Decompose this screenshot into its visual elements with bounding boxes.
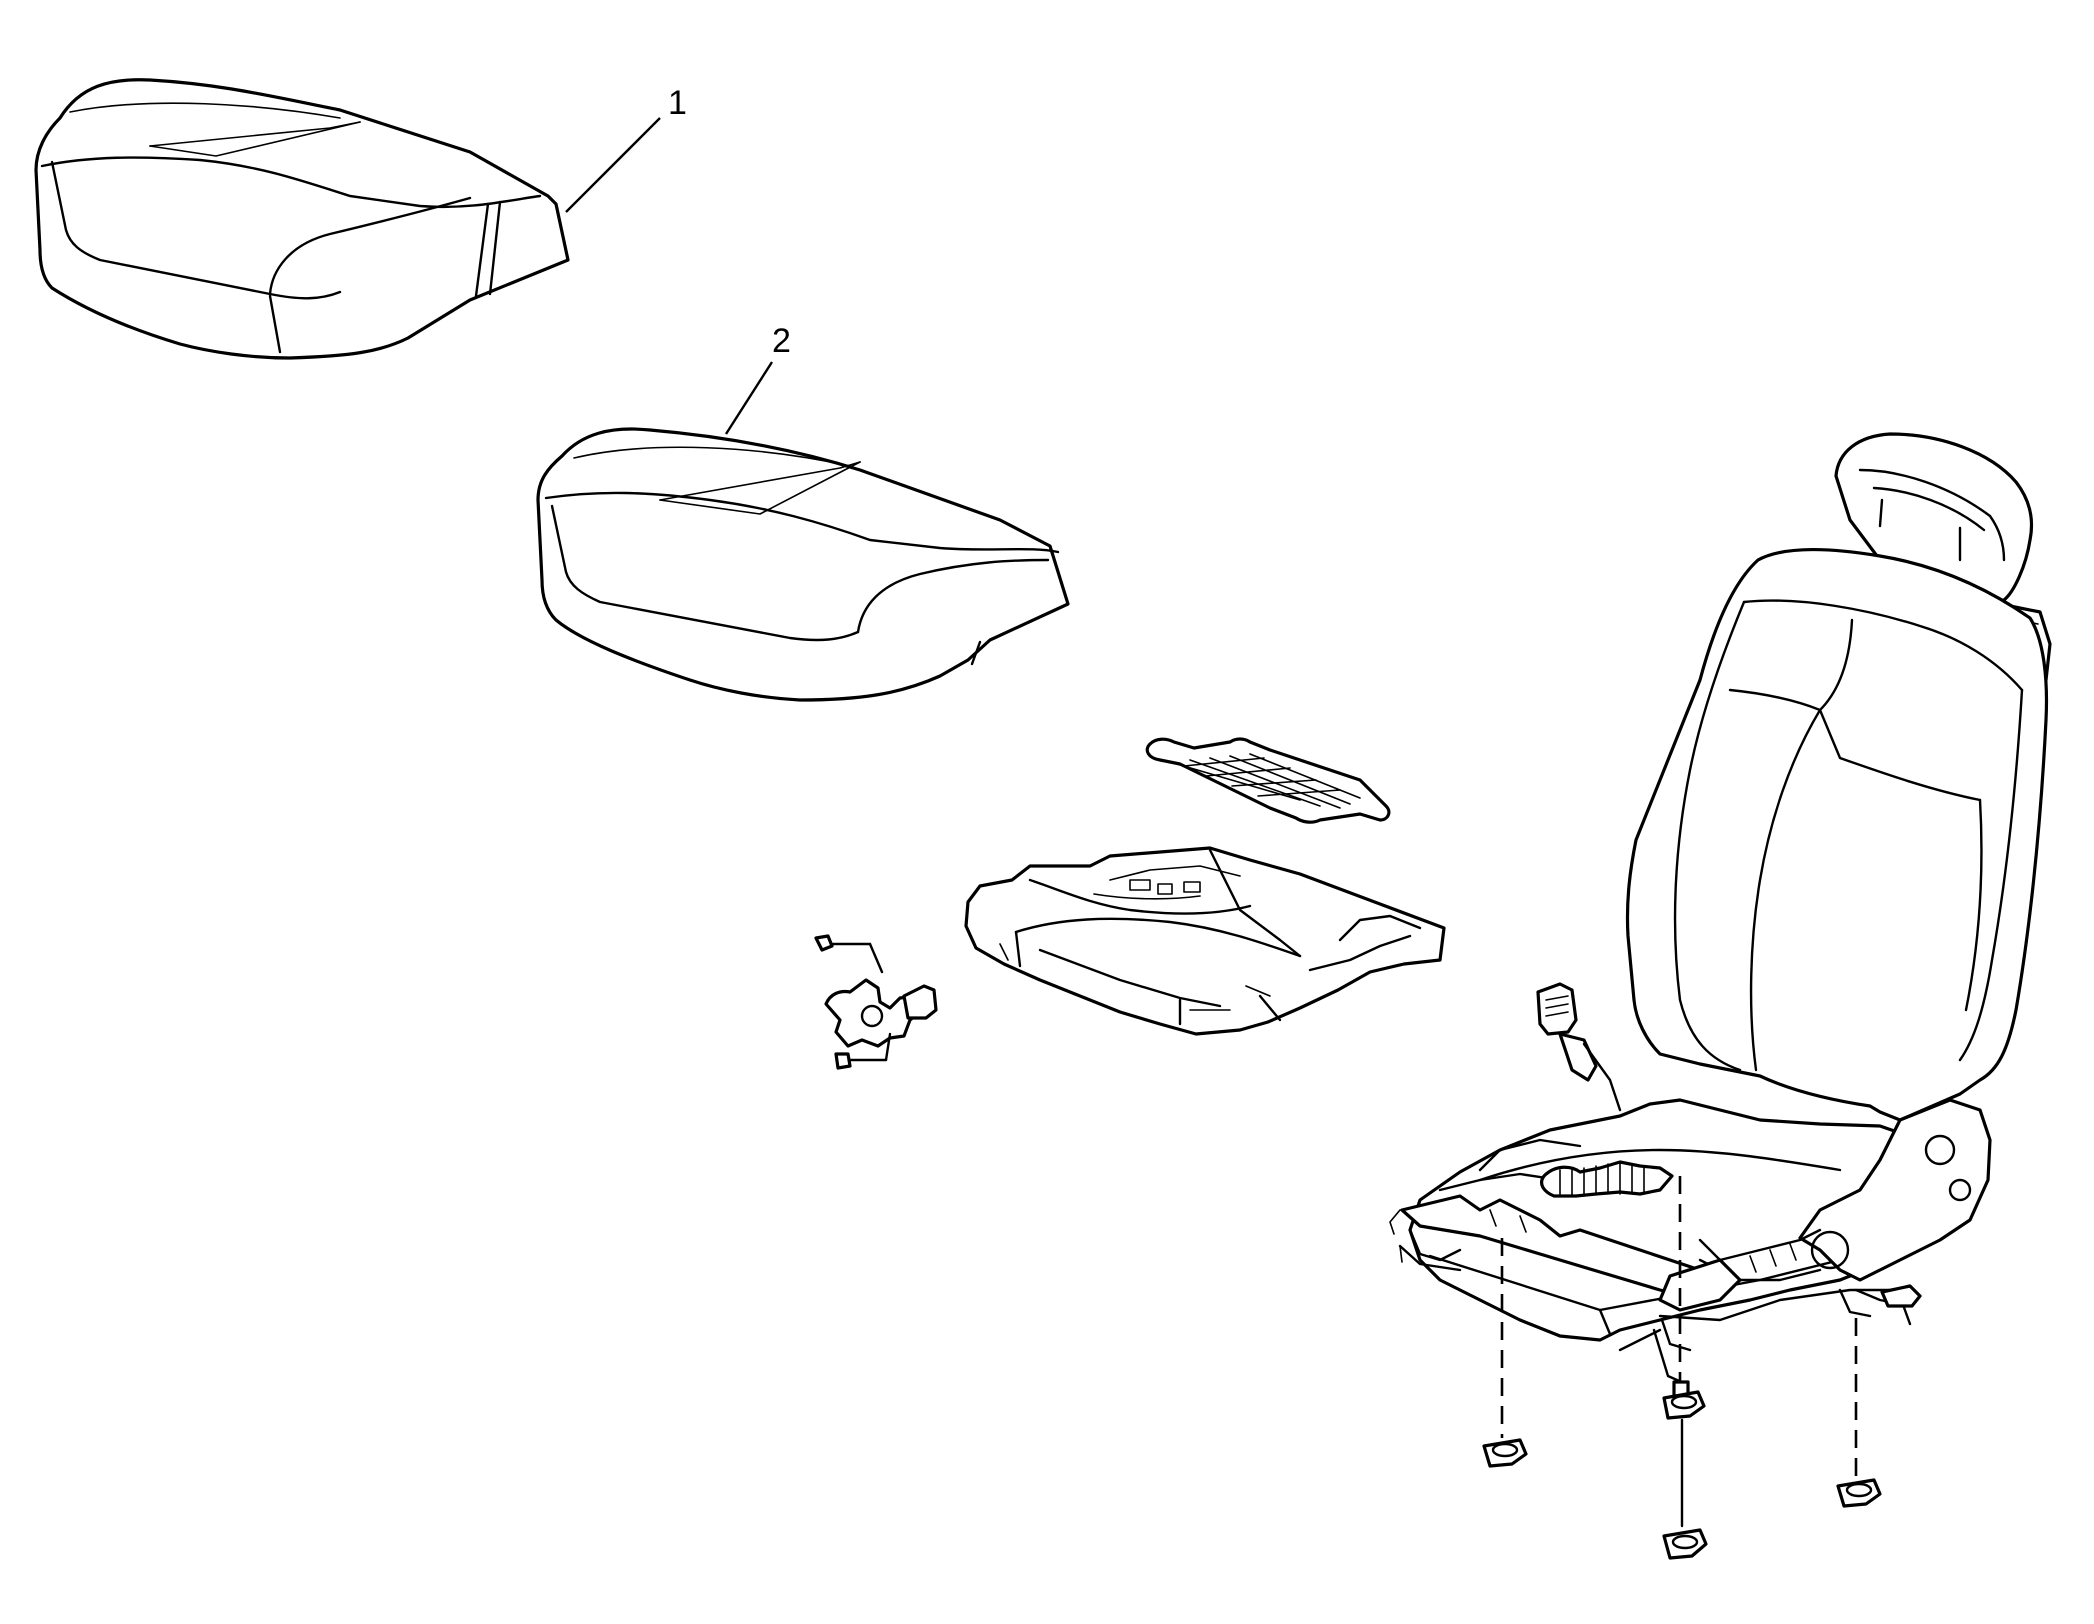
seat-mounting-bolt [1482,1176,1882,1560]
seat-cushion-suspension-mat [1145,737,1391,824]
bolt-1 [1482,1438,1528,1468]
bolt-3 [1662,1528,1708,1560]
bolt-4 [1836,1478,1882,1508]
callout-1-label: 1 [668,84,687,122]
seat-cushion-pan-frame [964,846,1446,1036]
seat-assembly-with-adjuster [1389,432,2052,1386]
seat-adjuster-knob-assembly [814,934,938,1070]
callout-2-label: 2 [772,322,791,360]
callout-2-leader [724,361,774,435]
callout-1-leader [565,117,661,213]
seat-cushion-cover [34,78,570,360]
seat-cushion-pad [536,427,1070,702]
bolt-2 [1662,1380,1706,1420]
